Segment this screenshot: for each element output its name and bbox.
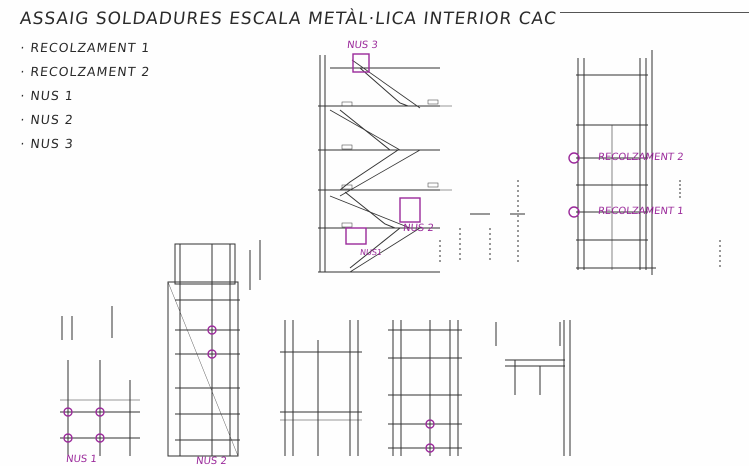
staircase-elevation xyxy=(318,55,525,273)
right-elevation xyxy=(576,50,721,275)
nus2-bottom-label: NUS 2 xyxy=(195,456,228,467)
nus1-box xyxy=(345,227,367,245)
nus2-circle xyxy=(207,325,217,335)
nus1-circle xyxy=(95,433,105,443)
header-strip xyxy=(560,0,749,13)
nus3-box xyxy=(352,53,370,73)
recolzament2-circle xyxy=(568,152,580,164)
nus1-bottom-label: NUS 1 xyxy=(65,454,98,465)
nus2-box xyxy=(399,197,421,223)
recolzament1-label: RECOLZAMENT 1 xyxy=(597,206,685,217)
nus2-circle xyxy=(207,349,217,359)
detail-5 xyxy=(495,320,571,456)
nus1-circle xyxy=(63,433,73,443)
detail-3 xyxy=(280,320,362,456)
nus1-label: NUS1 xyxy=(359,248,383,257)
recolzament1-circle xyxy=(568,206,580,218)
nus2-label: NUS 2 xyxy=(402,223,435,234)
nus3-label: NUS 3 xyxy=(346,40,379,51)
detail-4 xyxy=(388,320,462,456)
nus1-circle xyxy=(95,407,105,417)
nus2-circle xyxy=(425,419,435,429)
recolzament2-label: RECOLZAMENT 2 xyxy=(597,152,685,163)
detail-2 xyxy=(167,240,261,457)
nus2-circle xyxy=(425,443,435,453)
nus1-circle xyxy=(63,407,73,417)
